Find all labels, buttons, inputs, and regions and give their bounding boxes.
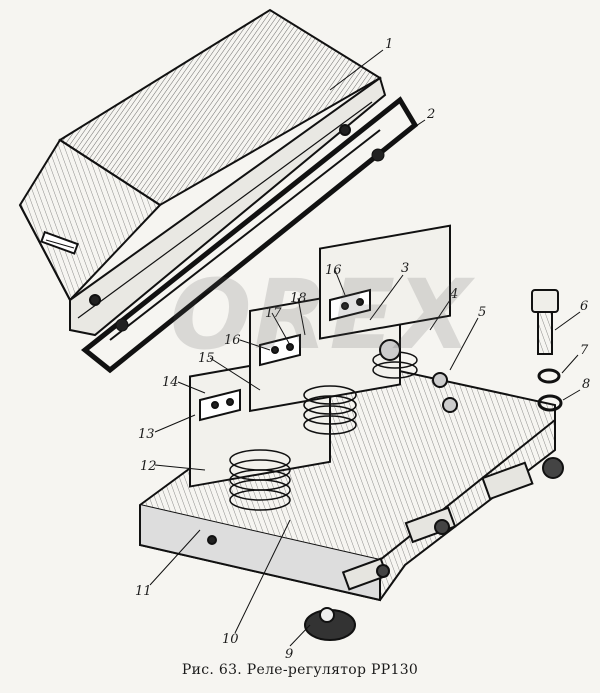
- callout-15: 15: [198, 351, 215, 366]
- callout-16-upper: 16: [325, 263, 342, 278]
- callout-11: 11: [135, 584, 152, 599]
- callout-5: 5: [478, 305, 486, 320]
- gasket: [80, 96, 419, 374]
- callout-16-lower: 16: [224, 333, 241, 348]
- callout-10: 10: [222, 632, 239, 647]
- leader-lines: [149, 49, 581, 647]
- callout-9: 9: [285, 647, 293, 660]
- callout-4: 4: [449, 287, 458, 302]
- callout-labels: 1 2 3 4 5 6 7 8 9 10 11 12 13 14 15 16 1…: [135, 37, 590, 660]
- callout-2: 2: [426, 107, 435, 122]
- callout-7: 7: [580, 343, 589, 358]
- figure-caption: Рис. 63. Реле-регулятор РР130: [181, 662, 419, 678]
- callout-12: 12: [140, 459, 157, 474]
- callout-3: 3: [401, 261, 409, 276]
- callout-17: 17: [265, 306, 282, 321]
- callout-8: 8: [582, 377, 590, 392]
- screw-and-washers: [531, 289, 563, 412]
- relay-regulator-illustration: 1 2 3 4 5 6 7 8 9 10 11 12 13 14 15 16 1…: [18, 8, 590, 660]
- cover: [18, 8, 387, 337]
- callout-1: 1: [385, 37, 393, 52]
- terminals: [304, 457, 564, 641]
- callout-6: 6: [580, 299, 588, 314]
- callout-14: 14: [162, 375, 179, 390]
- callout-18: 18: [290, 291, 307, 306]
- relay-assembly: [189, 224, 458, 511]
- callout-13: 13: [138, 427, 155, 442]
